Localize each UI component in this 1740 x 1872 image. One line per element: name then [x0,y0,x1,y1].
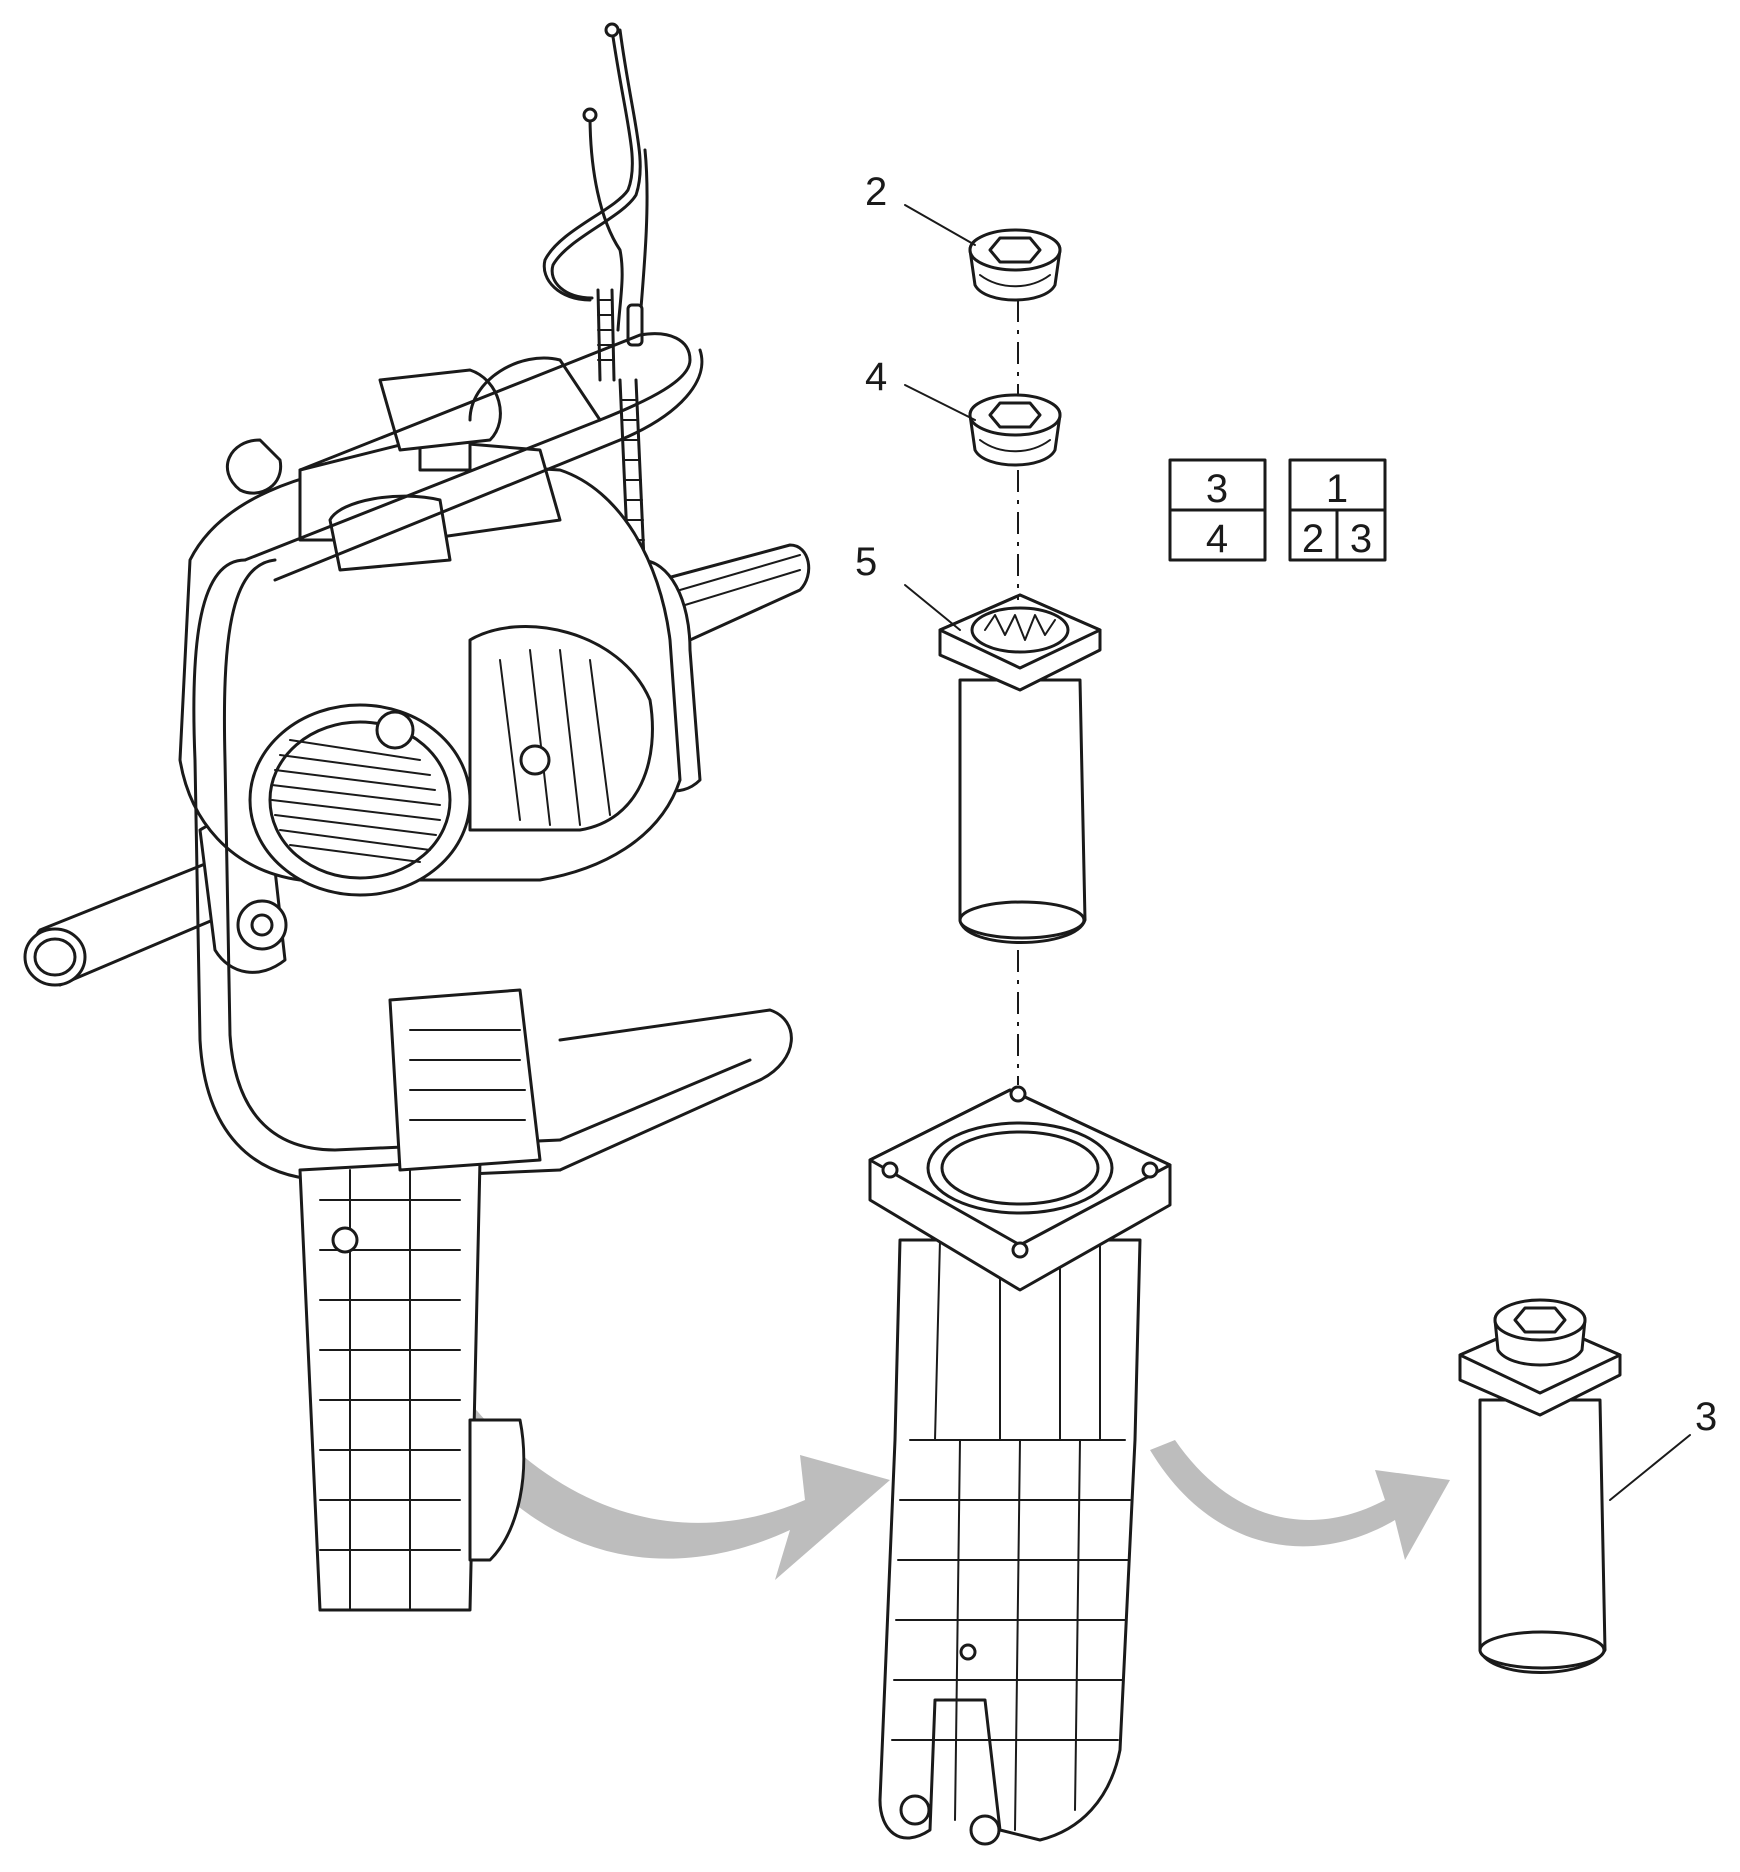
callout-3: 3 [1695,1395,1717,1439]
legend-b-bottom-left: 2 [1302,517,1324,561]
control-cables [542,22,649,562]
legend-box-b: 1 2 3 [1288,458,1387,562]
callout-2: 2 [865,170,887,214]
leader-lines [904,204,1691,1501]
lower-sleeve-housing [868,1085,1172,1846]
engine-housing [178,368,682,897]
part-4-bushing [968,393,1062,467]
legend-a-bottom: 4 [1206,517,1228,561]
legend-b-bottom-right: 3 [1350,517,1372,561]
callout-4: 4 [865,355,887,399]
transition-arrows [430,1390,1450,1580]
part-3-sleeve-assembly [1458,1298,1622,1674]
arrow-sleeve-to-part3 [1150,1440,1450,1560]
part-5-sleeve [938,593,1102,944]
guard-frame [192,332,793,1182]
callout-5: 5 [855,540,877,584]
part-2-bushing [968,228,1062,302]
lower-body [298,988,542,1612]
breaker-machine [23,22,811,1612]
legend-b-top: 1 [1326,467,1348,511]
legend-box-a: 3 4 [1168,458,1267,562]
arrow-machine-to-sleeve [430,1390,890,1580]
legend-a-top: 3 [1206,467,1228,511]
